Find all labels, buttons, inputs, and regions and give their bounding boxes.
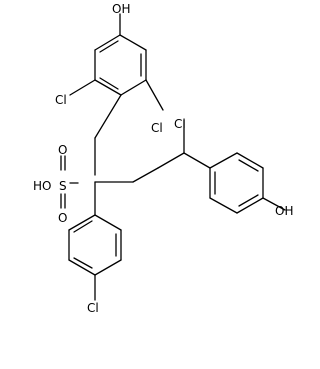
structure-canvas: OH Cl Cl Cl OH HO S O O Cl <box>33 2 294 315</box>
bond <box>262 197 286 211</box>
bond <box>68 259 96 276</box>
bond <box>99 77 119 90</box>
bond <box>73 257 93 269</box>
bond <box>73 220 93 233</box>
bond <box>94 259 122 276</box>
bond <box>157 152 185 169</box>
atom-labels: OH Cl Cl Cl OH HO S O O Cl <box>33 2 293 315</box>
atom-label-o-lower: O <box>58 211 67 225</box>
bond <box>145 79 164 111</box>
bond <box>119 34 147 51</box>
bond <box>120 79 147 96</box>
bond <box>94 214 122 231</box>
bond <box>132 167 159 183</box>
atom-label-oh-right: OH <box>275 204 293 218</box>
bond <box>94 34 121 51</box>
bond <box>238 194 259 207</box>
atom-label-s: S <box>59 179 67 193</box>
atom-label-cl-bottom: Cl <box>87 301 99 315</box>
bond <box>99 40 119 53</box>
bond <box>183 152 211 169</box>
atom-label-oh-top: OH <box>112 2 130 16</box>
molecule-diagram: OH Cl Cl Cl OH HO S O O Cl <box>33 2 293 315</box>
bond <box>209 197 238 214</box>
bond <box>236 197 264 214</box>
bond <box>238 159 259 172</box>
bond <box>94 79 122 96</box>
atom-label-cl-top-left: Cl <box>55 93 67 107</box>
bonds <box>60 13 286 301</box>
bond <box>69 79 96 96</box>
atom-label-cl-right-ring: Cl <box>174 117 186 131</box>
bond <box>68 214 96 231</box>
atom-label-cl-top-right: Cl <box>151 121 163 135</box>
bond <box>209 152 238 169</box>
atom-label-o-upper: O <box>58 143 67 157</box>
bond <box>236 152 264 169</box>
bond <box>94 94 122 139</box>
atom-label-ho-sulfonic: HO <box>33 179 51 193</box>
